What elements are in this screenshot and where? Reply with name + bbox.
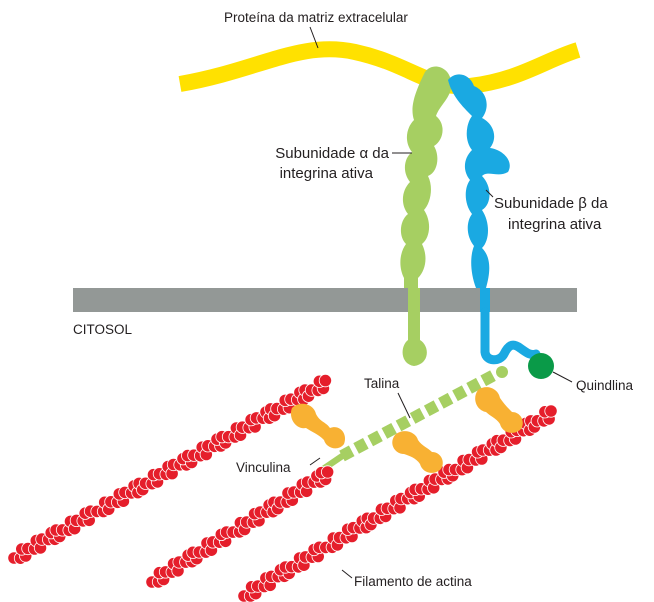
actin-filament-1 [7,373,332,565]
alpha-subunit [400,66,452,366]
ecm-protein-strand [178,41,581,95]
vinculin-label: Vinculina [236,460,291,475]
leader-ecm [309,26,319,49]
leader-kindlin [552,371,573,383]
leader-talin [397,392,411,419]
alpha-subunit-label-line1: Subunidade α da [275,145,389,162]
actin-bead [318,373,332,388]
actin-label: Filamento de actina [354,574,472,589]
alpha-subunit-label-line2: integrina ativa [280,165,374,182]
beta-subunit-label-line2: integrina ativa [508,216,602,233]
plasma-membrane [73,288,577,312]
actin-filament-2 [145,465,335,589]
talin-domains [339,368,499,462]
kindlin [528,353,554,379]
leader-actin [341,569,353,579]
talin-label: Talina [364,376,400,391]
vinculin-2 [392,431,443,473]
beta-tail [480,307,541,365]
leader-vinculin [309,457,321,466]
actin-bead [320,465,335,479]
vinculin-3 [475,387,523,433]
actin-bead [544,404,558,418]
kindlin-label: Quindlina [576,378,634,393]
ecm-protein-label: Proteína da matriz extracelular [224,10,408,25]
vinculin-1 [290,403,346,449]
actin-filament-3 [237,404,558,602]
cytosol-label: CITOSOL [73,322,133,337]
beta-subunit-label-line1: Subunidade β da [494,195,608,212]
leader-beta [485,189,494,198]
beta-subunit [448,74,541,365]
